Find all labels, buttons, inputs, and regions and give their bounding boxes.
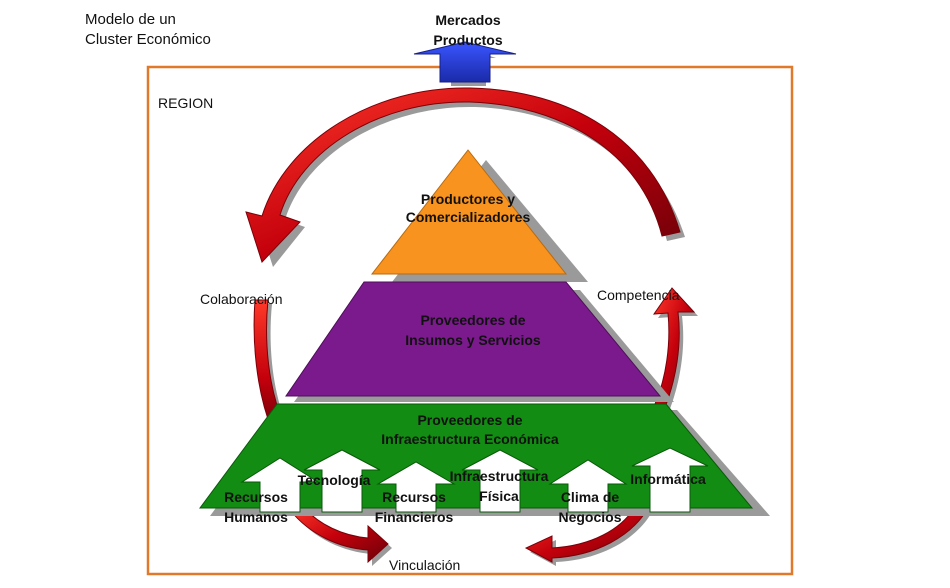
output-label-line1: Mercados	[435, 12, 501, 28]
factor-arrow-recursos-humanos	[240, 457, 320, 513]
factor-arrow-tecnologia	[303, 449, 381, 513]
factor-arrows	[240, 447, 709, 513]
competition-arrow	[652, 287, 698, 414]
output-label-line2: Productos	[433, 32, 502, 48]
bottom-right-arrow	[524, 504, 652, 566]
factor-arrow-infraestructura	[461, 449, 539, 513]
factor-label-0-line1: Recursos	[224, 489, 288, 505]
factor-label-2-line1: Recursos	[382, 489, 446, 505]
diagram-title-line1: Modelo de un	[85, 11, 176, 28]
linkage-label: Vinculación	[389, 557, 460, 573]
factor-arrow-recursos-financieros	[376, 461, 456, 513]
collaboration-arrow	[245, 87, 685, 267]
factor-label-1-line1: Tecnología	[298, 472, 371, 488]
middle-layer-label-line1: Proveedores de	[420, 312, 525, 328]
factor-arrow-informatica	[631, 447, 709, 513]
factor-label-0-line2: Humanos	[224, 509, 288, 525]
top-layer-label-line2: Comercializadores	[406, 209, 531, 225]
output-arrow	[413, 41, 517, 86]
factor-label-2-line2: Financieros	[375, 509, 454, 525]
factor-arrow-clima	[548, 459, 628, 513]
factor-label-3-line2: Física	[479, 488, 519, 504]
competition-label: Competencia	[597, 287, 680, 303]
middle-layer-label-line2: Insumos y Servicios	[405, 332, 541, 348]
middle-layer	[285, 281, 662, 397]
collaboration-label: Colaboración	[200, 291, 283, 307]
region-label: REGION	[158, 95, 213, 111]
diagram-title-line2: Cluster Económico	[85, 31, 211, 48]
factor-label-4-line1: Clima de	[561, 489, 620, 505]
base-layer-label-line1: Proveedores de	[417, 412, 522, 428]
factor-label-4-line2: Negocios	[558, 509, 621, 525]
base-layer-label-line2: Infraestructura Económica	[381, 431, 559, 447]
factor-label-5-line1: Informática	[630, 471, 706, 487]
factor-label-3-line1: Infraestructura	[450, 468, 549, 484]
bottom-left-arrow	[289, 504, 392, 566]
top-layer	[370, 149, 568, 275]
top-layer-label-line1: Productores y	[421, 191, 515, 207]
